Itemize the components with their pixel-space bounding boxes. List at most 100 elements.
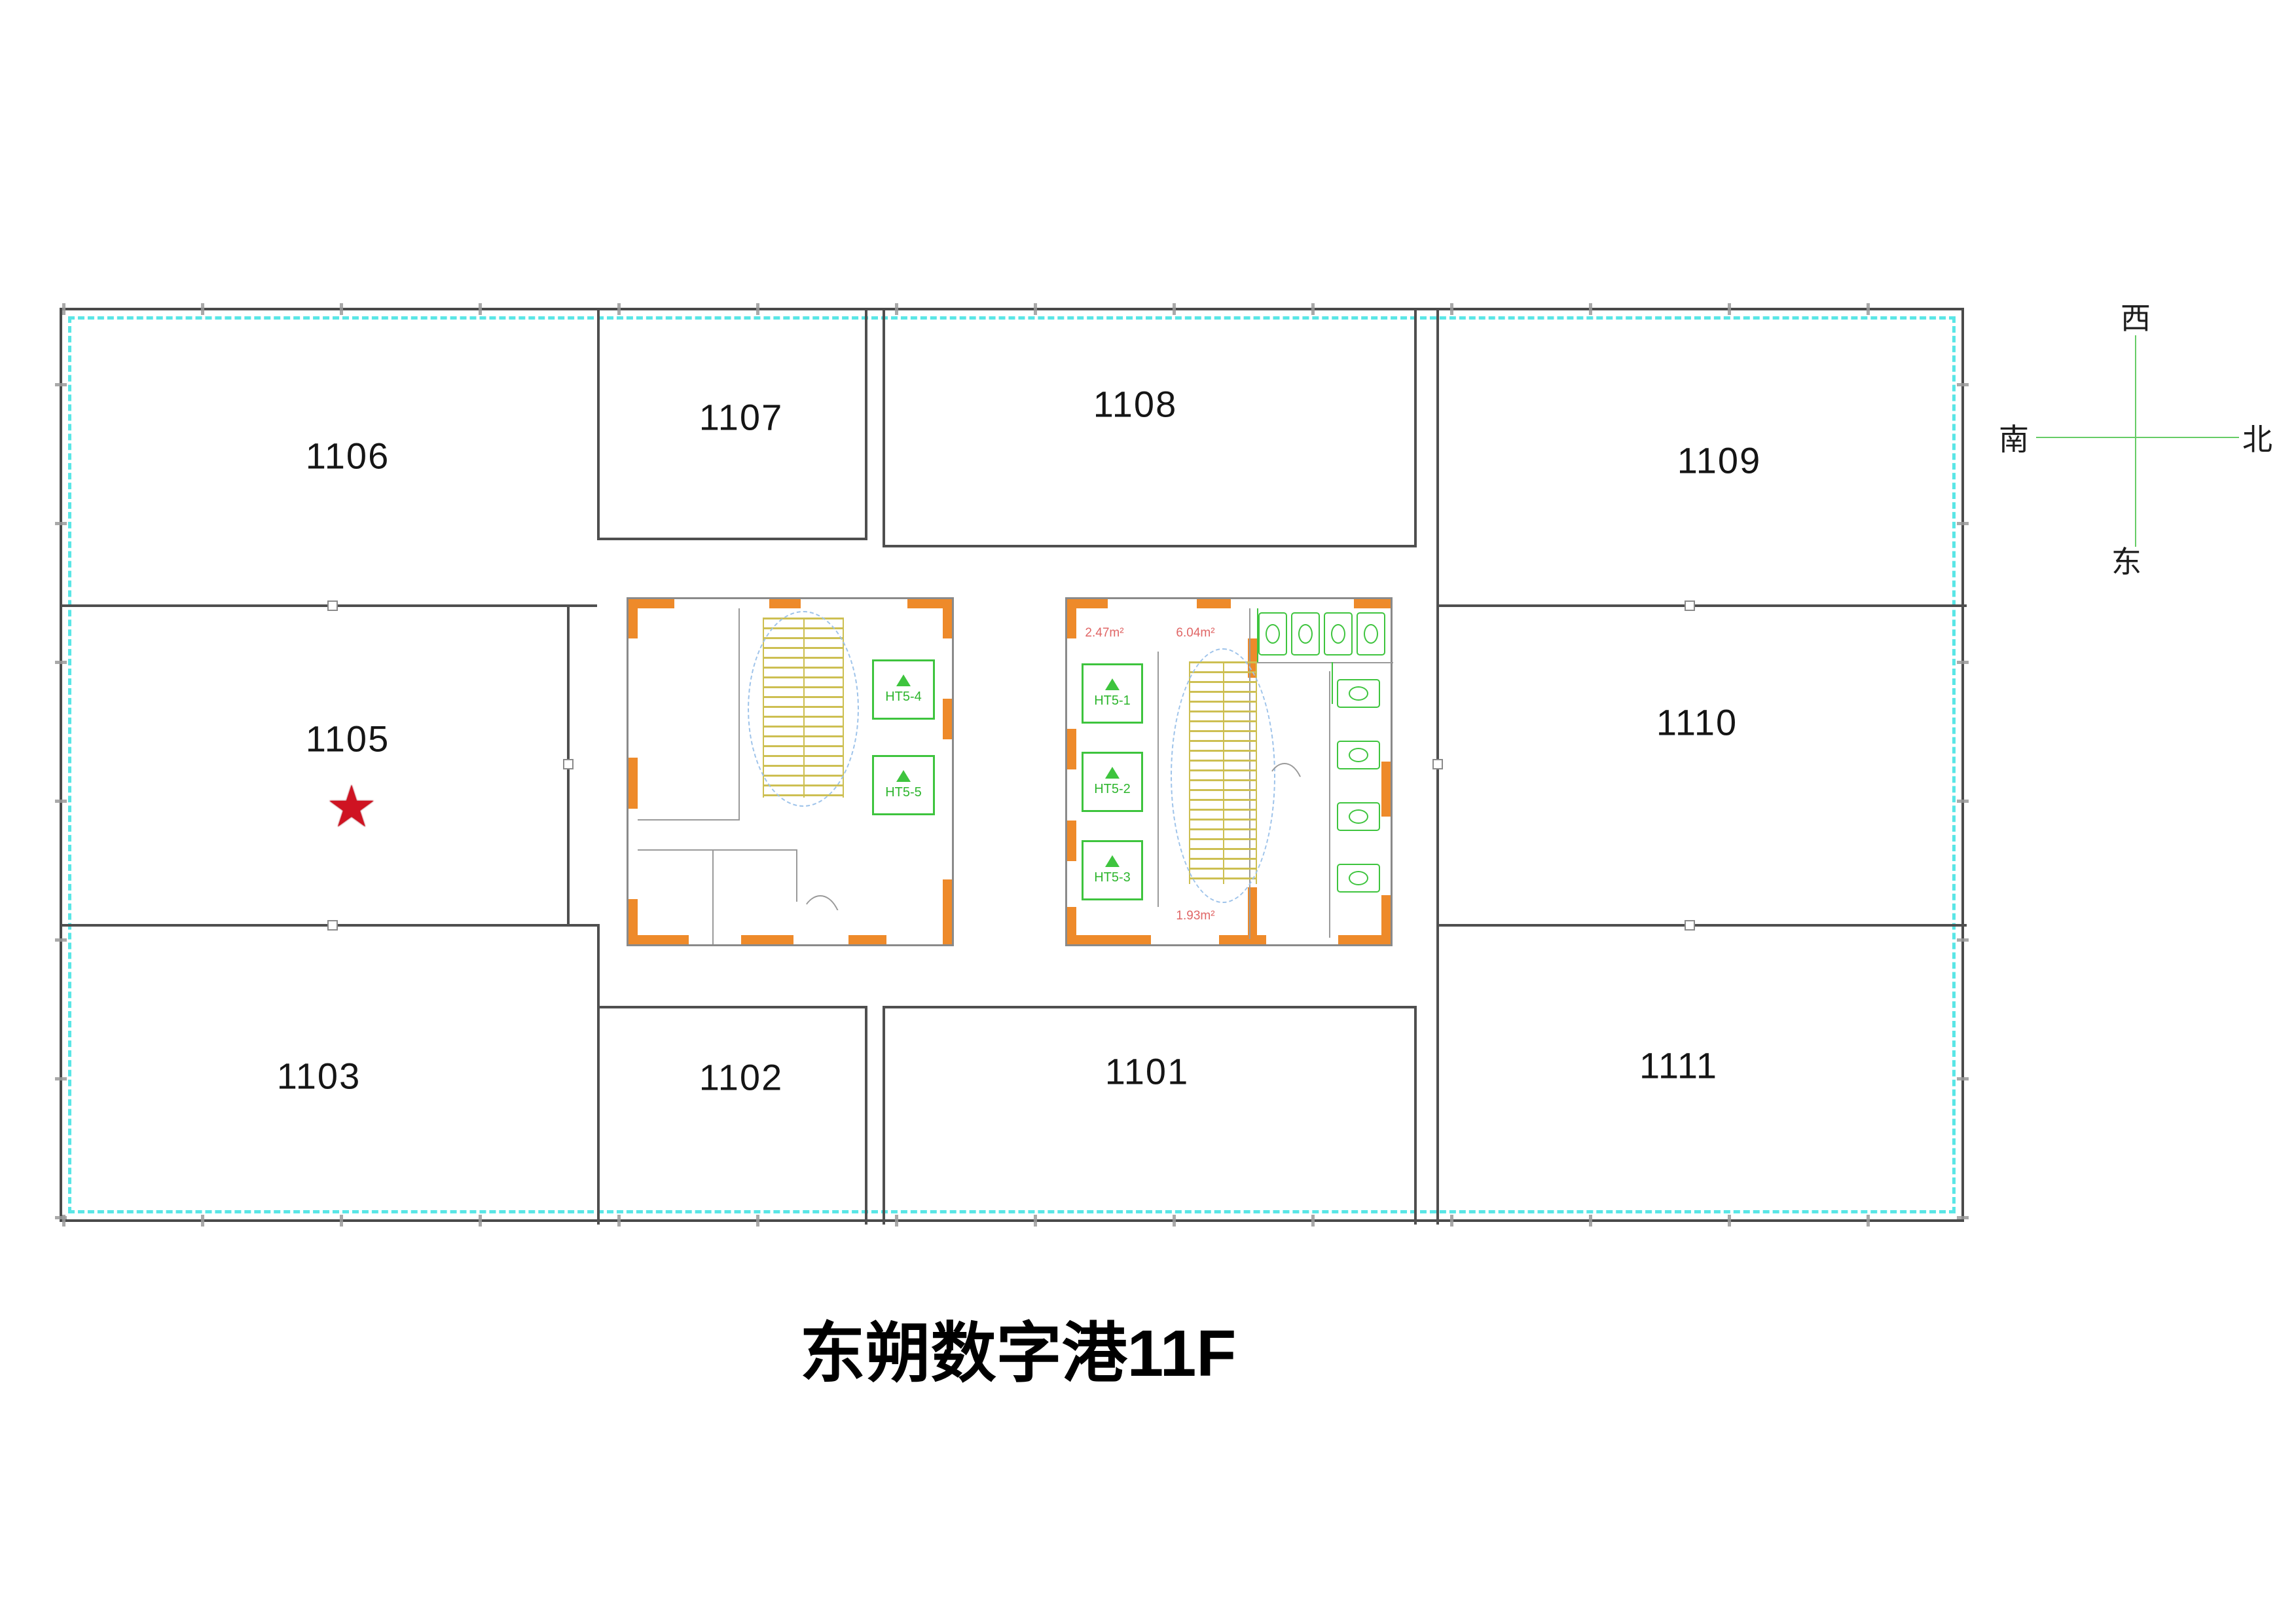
elevator-arrow-icon <box>1105 678 1120 690</box>
toilet-stall <box>1258 612 1287 655</box>
compass: 西 南 北 东 <box>1990 295 2278 583</box>
wall <box>1414 310 1417 545</box>
room-1107-label: 1107 <box>699 396 784 438</box>
toilet-stall <box>1337 679 1380 708</box>
compass-axis-vertical <box>2135 335 2136 547</box>
room-1110-label: 1110 <box>1656 701 1738 743</box>
fire-wall <box>1067 599 1108 608</box>
stair-ellipse <box>748 611 859 807</box>
window-ticks-right <box>1957 310 1969 1219</box>
fire-wall <box>629 758 638 809</box>
partition-wall <box>796 849 797 902</box>
building-core-right: HT5-1 HT5-2 HT5-3 2.47m² <box>1065 597 1393 946</box>
floor-plan: 1106 1107 1108 1109 1105 1110 1103 1102 … <box>55 303 1969 1227</box>
wall <box>1436 924 1967 927</box>
fire-wall <box>943 599 952 638</box>
column-marker <box>1432 759 1443 769</box>
door-swing-arc <box>797 895 843 934</box>
column-marker <box>327 600 338 611</box>
compass-south-label: 南 <box>1999 422 2029 456</box>
fire-wall <box>1381 895 1391 944</box>
partition-wall <box>638 819 740 821</box>
elevator-arrow-icon <box>896 770 911 782</box>
elevator-ht5-5: HT5-5 <box>872 755 935 815</box>
toilet-stall <box>1337 802 1380 831</box>
fire-wall <box>1354 599 1391 608</box>
window-ticks-left <box>55 310 67 1219</box>
area-label-6-04: 6.04m² <box>1176 626 1215 640</box>
fire-wall <box>907 599 952 608</box>
wall <box>883 1006 885 1225</box>
fire-wall <box>1197 599 1231 608</box>
wall <box>597 538 867 540</box>
partition-wall <box>1249 662 1393 663</box>
fire-wall <box>1067 821 1076 861</box>
door-swing-arc <box>1264 763 1305 800</box>
elevator-ht5-3: HT5-3 <box>1082 840 1143 900</box>
washroom-partition <box>1332 662 1333 704</box>
elevator-ht5-4: HT5-4 <box>872 659 935 720</box>
fire-wall <box>769 599 801 608</box>
elevator-arrow-icon <box>896 674 911 686</box>
fire-wall <box>629 899 638 944</box>
column-marker <box>327 920 338 931</box>
fire-wall <box>629 599 638 638</box>
partition-wall <box>712 849 714 944</box>
fire-wall <box>1067 907 1076 944</box>
elevator-label: HT5-3 <box>1094 870 1131 885</box>
room-1108-label: 1108 <box>1093 383 1178 425</box>
toilet-stall <box>1337 741 1380 769</box>
room-1103-label: 1103 <box>276 1055 361 1097</box>
building-core-left: HT5-4 HT5-5 <box>627 597 954 946</box>
area-label-2-47: 2.47m² <box>1085 626 1124 640</box>
elevator-ht5-2: HT5-2 <box>1082 752 1143 812</box>
wall <box>597 310 600 538</box>
wall <box>1436 604 1967 607</box>
elevator-label: HT5-1 <box>1094 693 1131 708</box>
wall <box>883 310 885 545</box>
elevator-label: HT5-4 <box>885 690 922 704</box>
compass-west-label: 西 <box>2121 301 2151 335</box>
window-ticks-bottom <box>62 1215 1961 1227</box>
partition-wall <box>1157 652 1159 907</box>
washroom-partition <box>1257 608 1258 662</box>
window-ticks-top <box>62 303 1961 315</box>
elevator-arrow-icon <box>1105 767 1120 779</box>
fire-wall <box>1219 935 1266 944</box>
elevator-label: HT5-5 <box>885 785 922 800</box>
room-1111-label: 1111 <box>1639 1044 1719 1086</box>
wall <box>865 310 867 538</box>
column-marker <box>563 759 574 769</box>
compass-east-label: 东 <box>2111 545 2141 579</box>
stair-ellipse <box>1171 648 1275 903</box>
fire-wall <box>848 935 886 944</box>
partition-wall <box>1329 671 1330 938</box>
fire-wall <box>1067 729 1076 769</box>
marked-room-star-icon: ★ <box>325 774 378 839</box>
elevator-label: HT5-2 <box>1094 782 1131 796</box>
toilet-stall <box>1337 864 1380 893</box>
fire-wall <box>741 935 793 944</box>
fire-wall <box>1067 935 1151 944</box>
toilet-stall <box>1324 612 1353 655</box>
fire-wall <box>629 935 689 944</box>
wall <box>883 1006 1417 1008</box>
wall <box>597 924 600 1225</box>
toilet-stall <box>1357 612 1385 655</box>
fire-wall <box>943 699 952 739</box>
fire-wall <box>1338 935 1391 944</box>
fire-wall <box>1067 599 1076 638</box>
wall <box>883 545 1417 547</box>
column-marker <box>1685 600 1695 611</box>
room-1105-label: 1105 <box>305 718 390 760</box>
wall <box>597 1006 867 1008</box>
elevator-ht5-1: HT5-1 <box>1082 663 1143 724</box>
wall <box>1436 924 1439 1225</box>
compass-axis-horizontal <box>2036 437 2239 438</box>
toilet-stall <box>1291 612 1320 655</box>
floor-title: 东朔数字港11F <box>799 1317 1237 1390</box>
room-1109-label: 1109 <box>1677 439 1762 481</box>
column-marker <box>1685 920 1695 931</box>
wall <box>1414 1006 1417 1225</box>
elevator-arrow-icon <box>1105 855 1120 867</box>
